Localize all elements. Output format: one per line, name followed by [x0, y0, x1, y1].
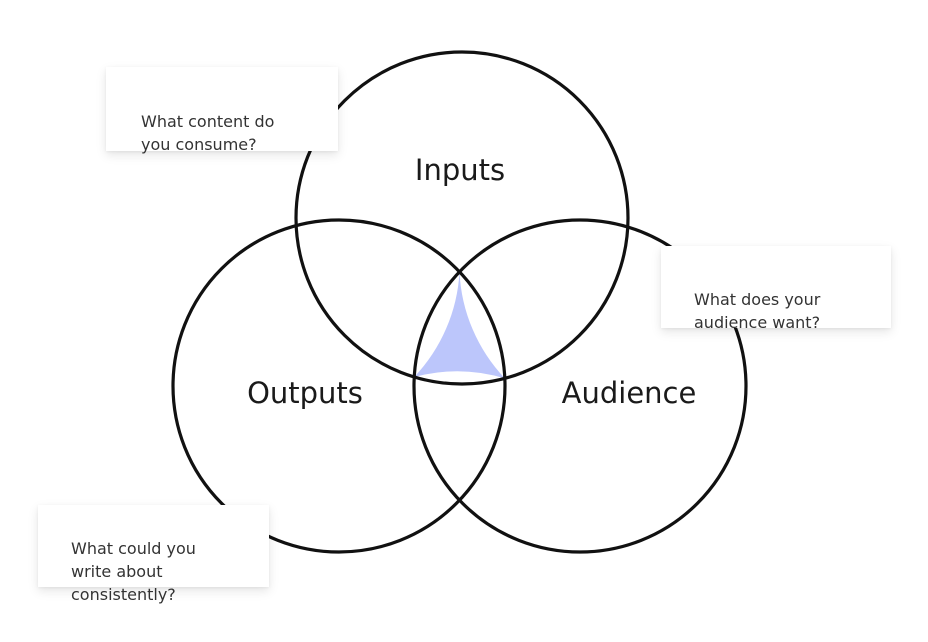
audience-label: Audience — [562, 376, 697, 410]
audience-question-text: What does your audience want? — [694, 290, 821, 332]
audience-circle — [412, 218, 748, 554]
inputs-label: Inputs — [415, 153, 505, 187]
outputs-circle — [171, 218, 507, 554]
inputs-circle — [294, 50, 630, 386]
outputs-question-card: What could you write about consistently? — [38, 505, 269, 604]
outputs-label: Outputs — [247, 376, 363, 410]
center-intersection-highlight — [414, 271, 505, 379]
inputs-question-text: What content do you consume? — [141, 112, 275, 154]
audience-question-card: What does your audience want? — [661, 246, 891, 332]
outputs-question-text: What could you write about consistently? — [71, 539, 196, 604]
inputs-question-card: What content do you consume? — [106, 67, 338, 154]
